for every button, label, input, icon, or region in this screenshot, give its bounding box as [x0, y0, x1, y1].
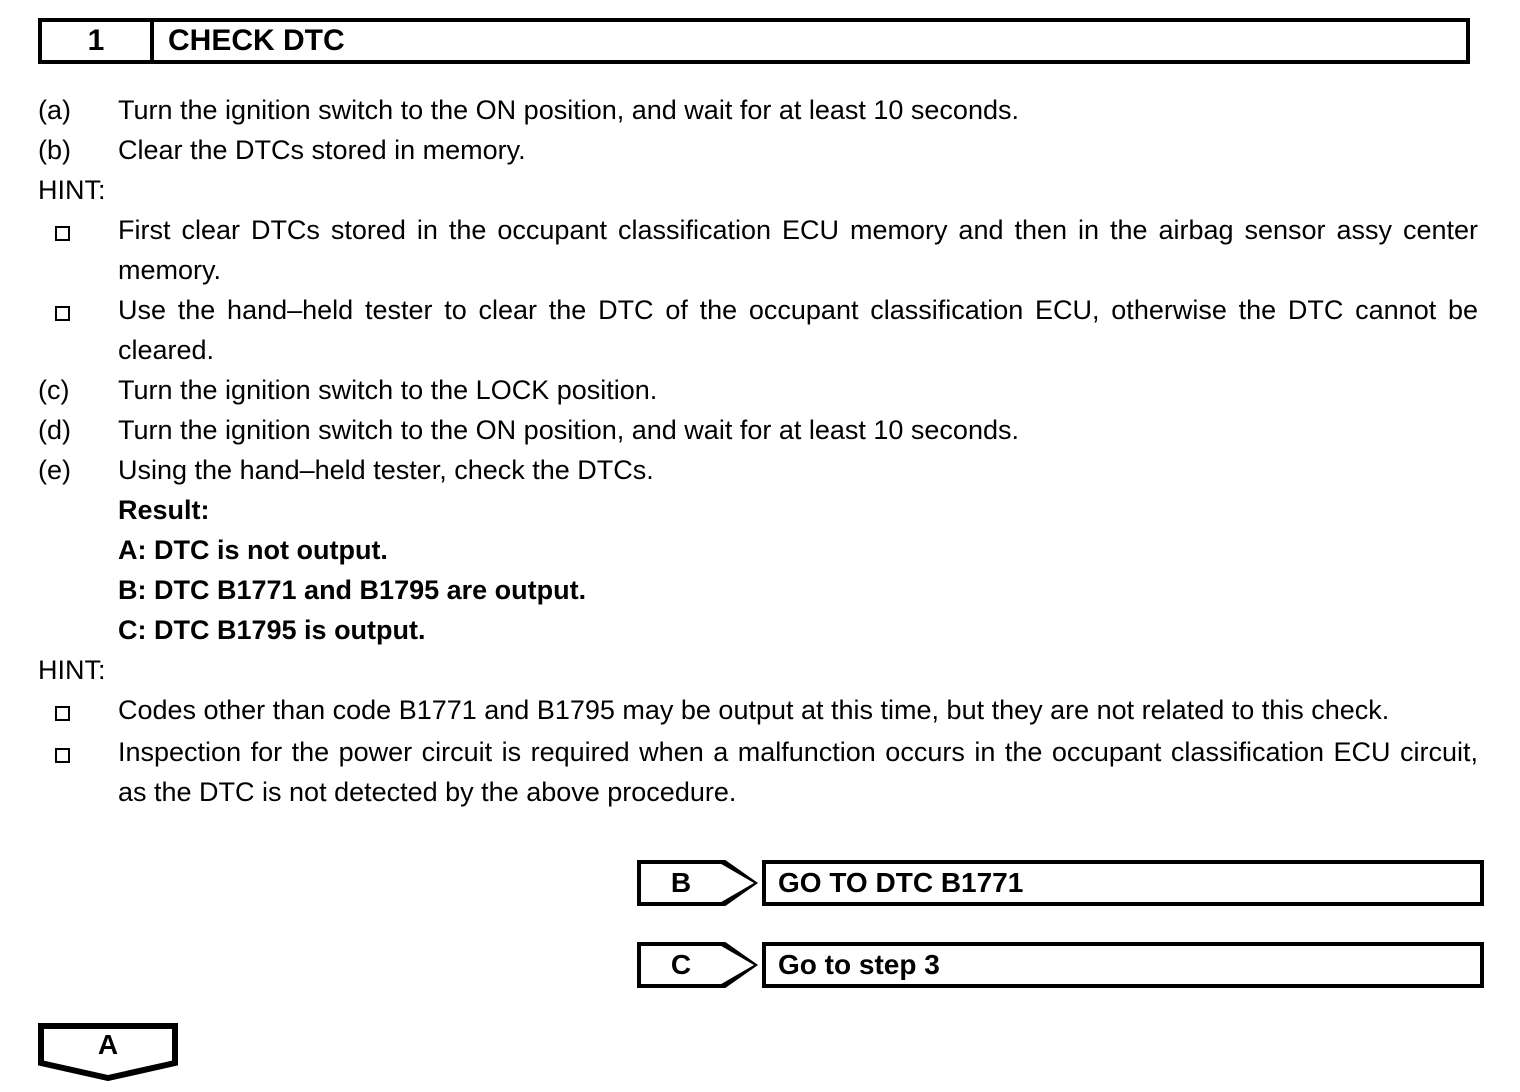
- square-bullet-icon: [55, 290, 118, 332]
- hint-text: Codes other than code B1771 and B1795 ma…: [118, 695, 1390, 725]
- connector-pentagon-icon: [38, 1023, 178, 1081]
- procedure-step-d: (d) Turn the ignition switch to the ON p…: [38, 410, 1478, 450]
- hint-heading-1: HINT:: [38, 175, 106, 205]
- flow-connector-a: A: [38, 1023, 178, 1081]
- step-text: Turn the ignition switch to the ON posit…: [118, 95, 1019, 125]
- hint-heading-2: HINT:: [38, 655, 106, 685]
- hint-item: First clear DTCs stored in the occupant …: [55, 210, 1478, 290]
- procedure-step-a: (a) Turn the ignition switch to the ON p…: [38, 90, 1478, 130]
- step-header-bar: 1 CHECK DTC: [38, 18, 1470, 64]
- step-number: 1: [42, 22, 154, 60]
- square-bullet-icon: [55, 690, 118, 732]
- step-title: CHECK DTC: [168, 24, 345, 57]
- outcome-tag-label: C: [670, 949, 692, 980]
- outcome-row-c: C Go to step 3: [637, 942, 1484, 988]
- outcome-destination-b[interactable]: GO TO DTC B1771: [762, 860, 1484, 906]
- step-text: Clear the DTCs stored in memory.: [118, 135, 526, 165]
- outcome-tag-label: B: [670, 867, 692, 898]
- step-label: (c): [38, 375, 70, 405]
- procedure-step-b: (b) Clear the DTCs stored in memory.: [38, 130, 1478, 170]
- procedure-step-e: (e) Using the hand–held tester, check th…: [38, 450, 1478, 490]
- square-bullet-icon: [55, 732, 118, 774]
- hint-item: Codes other than code B1771 and B1795 ma…: [55, 690, 1478, 732]
- hint-text: Use the hand–held tester to clear the DT…: [118, 295, 1478, 365]
- outcome-tag-c: C: [637, 942, 758, 988]
- procedure-body: (a) Turn the ignition switch to the ON p…: [38, 90, 1478, 812]
- outcome-row-b: B GO TO DTC B1771: [637, 860, 1484, 906]
- outcome-tag-b: B: [637, 860, 758, 906]
- result-option-b: B: DTC B1771 and B1795 are output.: [118, 575, 587, 605]
- step-label: (a): [38, 95, 71, 125]
- square-bullet-icon: [55, 210, 118, 252]
- step-label: (d): [38, 415, 71, 445]
- result-option-c: C: DTC B1795 is output.: [118, 615, 426, 645]
- hint-item: Inspection for the power circuit is requ…: [55, 732, 1478, 812]
- procedure-step-c: (c) Turn the ignition switch to the LOCK…: [38, 370, 1478, 410]
- hint-text: Inspection for the power circuit is requ…: [118, 737, 1478, 807]
- step-text: Using the hand–held tester, check the DT…: [118, 455, 654, 485]
- result-option-a: A: DTC is not output.: [118, 535, 388, 565]
- step-label: (b): [38, 135, 71, 165]
- hint-item: Use the hand–held tester to clear the DT…: [55, 290, 1478, 370]
- result-heading: Result:: [118, 495, 210, 525]
- step-label: (e): [38, 455, 71, 485]
- hint-text: First clear DTCs stored in the occupant …: [118, 215, 1478, 285]
- connector-label: A: [97, 1029, 119, 1060]
- outcome-destination-c[interactable]: Go to step 3: [762, 942, 1484, 988]
- step-text: Turn the ignition switch to the ON posit…: [118, 415, 1019, 445]
- step-text: Turn the ignition switch to the LOCK pos…: [118, 375, 658, 405]
- result-block: Result: A: DTC is not output. B: DTC B17…: [118, 490, 1478, 650]
